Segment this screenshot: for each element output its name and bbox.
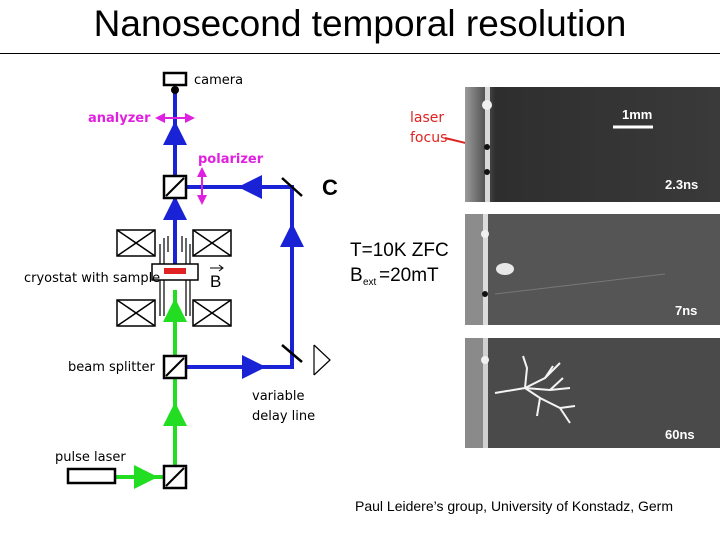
laser-focus-label-2: focus	[410, 130, 447, 146]
flux-dendrite	[494, 355, 576, 424]
delay-line-label-1: variable	[252, 389, 304, 404]
optical-setup-diagram: camera analyzer polarizer C	[24, 71, 465, 490]
pulse-laser-icon	[66, 467, 117, 485]
delay-line-label-2: delay line	[252, 409, 315, 424]
time-label-3: 60ns	[665, 427, 695, 442]
field-label: B	[210, 272, 221, 291]
svg-text:=20mT: =20mT	[379, 265, 439, 286]
corner-label: C	[322, 175, 338, 200]
title-divider	[0, 53, 720, 54]
beam-splitter-label: beam splitter	[68, 360, 155, 375]
time-label-1: 2.3ns	[665, 177, 698, 192]
analyzer-label: analyzer	[88, 111, 151, 126]
retroreflector-icon	[313, 344, 331, 376]
camera-icon	[162, 71, 188, 94]
temperature-condition: T=10K ZFC	[350, 240, 449, 261]
cryostat-label: cryostat with sample	[24, 271, 160, 286]
field-condition: B ext =20mT	[350, 265, 439, 288]
slide-title: Nanosecond temporal resolution	[93, 3, 627, 44]
top-mirror-icon	[281, 177, 303, 197]
svg-text:ext: ext	[363, 277, 377, 288]
image-panel-60ns: 60ns	[465, 338, 720, 448]
upper-beam-splitter-icon	[162, 174, 188, 200]
lower-beam-splitter-icon	[162, 354, 188, 380]
magnetic-field-symbol: B	[210, 264, 224, 291]
camera-label: camera	[194, 73, 243, 88]
bottom-prism-icon	[162, 464, 188, 490]
cryostat-magnet-icons	[116, 229, 232, 327]
image-panel-2-3ns: 1mm 2.3ns	[465, 87, 720, 202]
svg-text:B: B	[350, 265, 363, 286]
laser-focus-arrow	[444, 137, 465, 144]
green-beam-path	[115, 290, 187, 489]
sample-holder-icon	[151, 263, 199, 281]
scale-bar-label: 1mm	[622, 107, 652, 122]
delay-mirror-icon	[281, 344, 303, 363]
laser-focus-label-1: laser	[410, 110, 444, 126]
credit-line: Paul Leidere’s group, University of Kons…	[355, 498, 674, 514]
pulse-laser-label: pulse laser	[55, 450, 126, 465]
time-label-2: 7ns	[675, 303, 697, 318]
image-panel-7ns: 7ns	[465, 214, 720, 325]
polarizer-label: polarizer	[198, 152, 264, 167]
